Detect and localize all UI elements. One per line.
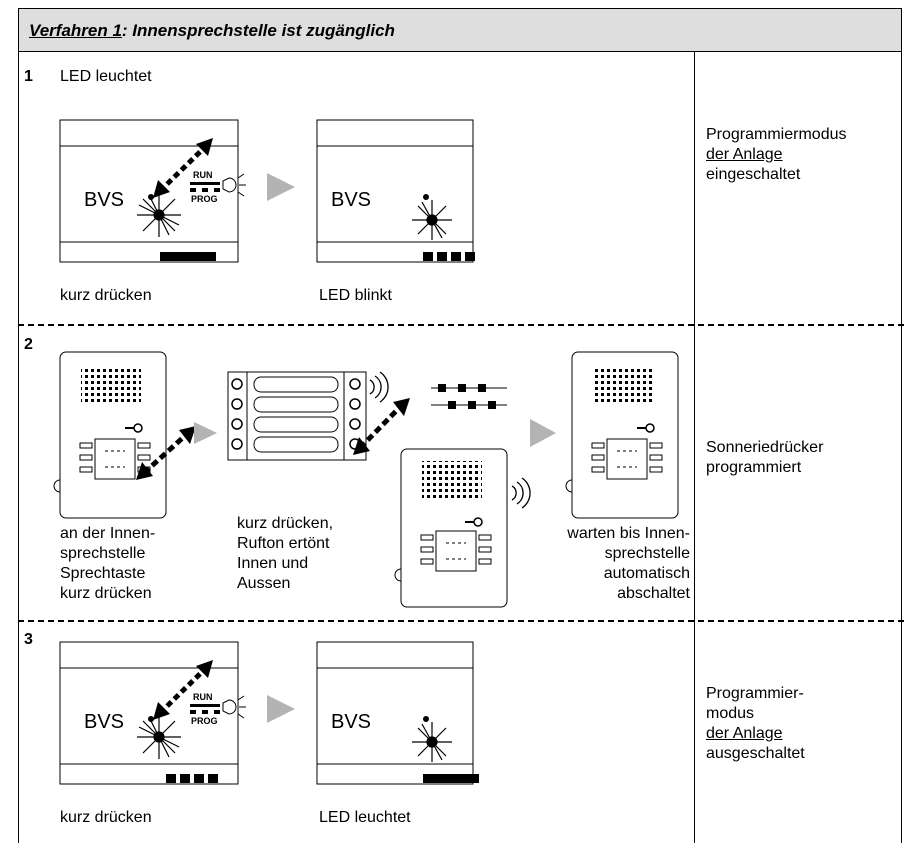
step-2-caption-b-line: Aussen xyxy=(237,575,291,592)
switch-prog-label: PROG xyxy=(191,716,218,726)
led-burst-icon xyxy=(412,722,452,762)
step-2-caption-c-line: abschaltet xyxy=(617,585,690,602)
led-burst-icon xyxy=(137,715,181,759)
sound-waves-icon xyxy=(511,477,531,509)
control-unit-b: BVS xyxy=(316,641,474,785)
next-step-arrow-icon xyxy=(267,173,295,201)
step-2-caption-a: an der Innen- sprechstelle Sprechtaste k… xyxy=(60,524,155,604)
step-2-caption-b: kurz drücken, Rufton ertönt Innen und Au… xyxy=(237,514,333,594)
press-arrow-icon xyxy=(353,398,410,455)
step-2-caption-c-line: automatisch xyxy=(603,565,690,582)
step-3-result-line-1: Programmier- xyxy=(706,685,804,702)
indoor-intercom-2 xyxy=(394,448,508,608)
step-2-result-line-2: programmiert xyxy=(706,459,802,476)
step-2-caption-a-line: kurz drücken xyxy=(60,585,152,602)
row-separator-2 xyxy=(18,620,904,622)
step-1-number: 1 xyxy=(24,68,33,85)
next-step-arrow-icon xyxy=(267,695,295,723)
indoor-intercom-3 xyxy=(565,351,679,519)
procedure-title: Verfahren 1: Innensprechstelle ist zugän… xyxy=(29,21,395,41)
table-border-left xyxy=(18,51,19,843)
step-1-result-line-3: eingeschaltet xyxy=(706,166,801,183)
step-2-result: Sonneriedrücker programmiert xyxy=(706,438,823,478)
step-1-caption-left: kurz drücken xyxy=(60,287,152,304)
step-1-illustration: BVS RUN PROG xyxy=(59,119,475,263)
door-bell-panel xyxy=(227,371,367,461)
step-1-heading: LED leuchtet xyxy=(60,68,152,85)
device-a-label: BVS xyxy=(84,189,124,211)
device-a-label: BVS xyxy=(84,711,124,733)
step-3-number: 3 xyxy=(24,631,33,648)
step-1-result: Programmiermodus der Anlage eingeschalte… xyxy=(706,125,846,185)
step-2-caption-a-line: an der Innen- xyxy=(60,525,156,542)
next-step-arrow-icon xyxy=(530,419,556,447)
switch-run-label: RUN xyxy=(193,170,213,180)
next-step-arrow-icon xyxy=(194,422,217,444)
step-2-result-line-1: Sonneriedrücker xyxy=(706,439,824,456)
procedure-title-label: Verfahren 1 xyxy=(29,21,122,40)
press-arrow-icon xyxy=(153,138,213,198)
step-2-caption-c-line: warten bis Innen- xyxy=(567,525,690,542)
led-burst-icon xyxy=(137,193,181,237)
step-3-result-line-2: modus xyxy=(706,705,755,722)
step-3-result-line-3: der Anlage xyxy=(706,725,783,742)
device-b-label: BVS xyxy=(331,189,371,211)
table-header: Verfahren 1: Innensprechstelle ist zugän… xyxy=(18,8,902,52)
sound-waves-icon xyxy=(369,371,389,403)
step-3-illustration: BVS RUN PROG xyxy=(59,641,479,785)
procedure-table: Verfahren 1: Innensprechstelle ist zugän… xyxy=(18,8,904,843)
column-divider xyxy=(694,51,695,843)
step-1-result-line-1: Programmiermodus xyxy=(706,126,847,143)
step-1-caption-right: LED blinkt xyxy=(319,287,392,304)
led-steady-indicator xyxy=(423,774,479,783)
run-prog-switch-icon: RUN PROG xyxy=(190,170,246,204)
control-unit-b: BVS xyxy=(316,119,474,263)
step-2-caption-c: warten bis Innen- sprechstelle automatis… xyxy=(524,524,690,604)
run-prog-switch-icon: RUN PROG xyxy=(190,692,246,726)
led-blink-indicator xyxy=(423,252,475,261)
step-3-caption-right: LED leuchtet xyxy=(319,809,411,826)
step-2-caption-b-line: Innen und xyxy=(237,555,309,572)
step-1-result-line-2: der Anlage xyxy=(706,146,783,163)
step-2-caption-a-line: sprechstelle xyxy=(60,545,146,562)
step-2-caption-a-line: Sprechtaste xyxy=(60,565,146,582)
step-3-caption-left: kurz drücken xyxy=(60,809,152,826)
led-steady-indicator xyxy=(160,252,216,261)
press-arrow-icon xyxy=(136,426,196,480)
device-b-label: BVS xyxy=(331,711,371,733)
step-3-result-line-4: ausgeschaltet xyxy=(706,745,805,762)
step-3-result: Programmier- modus der Anlage ausgeschal… xyxy=(706,684,805,764)
switch-prog-label: PROG xyxy=(191,194,218,204)
led-blink-indicator xyxy=(166,774,218,783)
step-2-caption-b-line: Rufton ertönt xyxy=(237,535,330,552)
step-2-caption-b-line: kurz drücken, xyxy=(237,515,334,532)
procedure-title-text: : Innensprechstelle ist zugänglich xyxy=(121,21,395,40)
step-2-caption-c-line: sprechstelle xyxy=(604,545,690,562)
row-separator-1 xyxy=(18,324,904,326)
table-border-right xyxy=(901,51,902,843)
step-2-illustration xyxy=(53,351,679,608)
ring-signal-icon xyxy=(431,384,507,409)
switch-run-label: RUN xyxy=(193,692,213,702)
press-arrow-icon xyxy=(153,660,213,720)
led-burst-icon xyxy=(412,200,452,240)
step-2-number: 2 xyxy=(24,336,33,353)
